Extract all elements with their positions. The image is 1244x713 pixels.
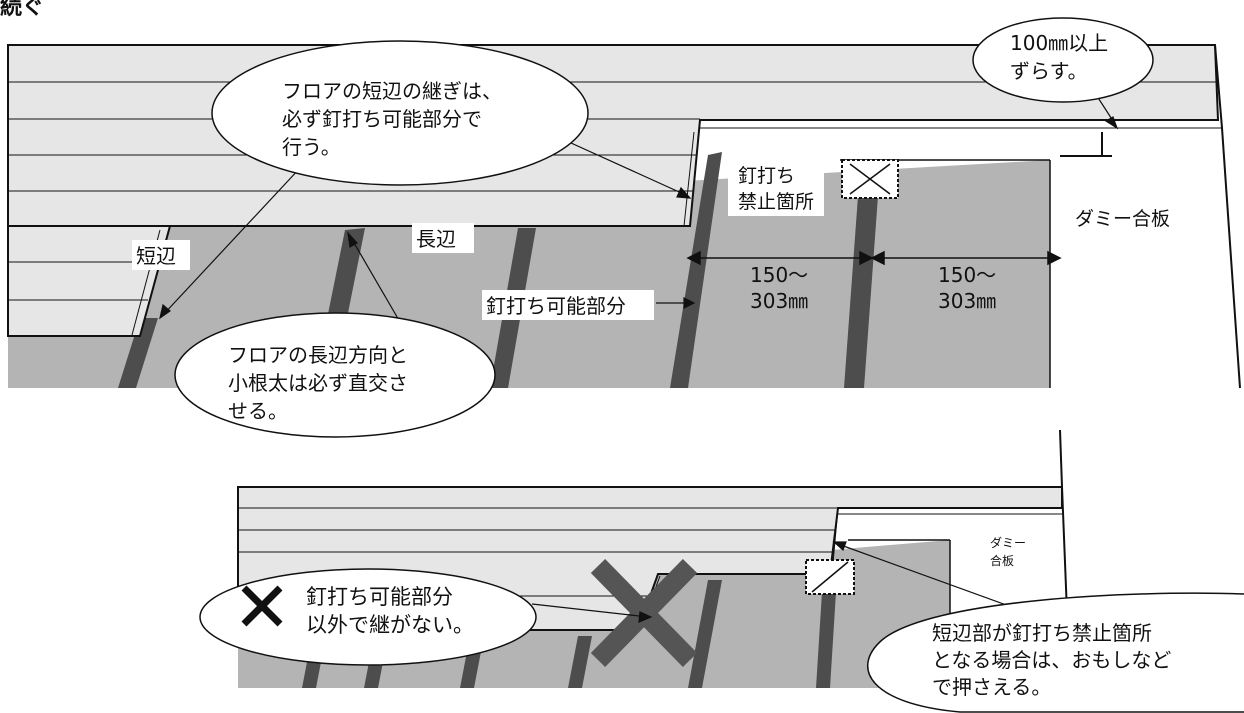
upper-dummy-plywood bbox=[700, 128, 1240, 388]
callout-direction-line-3: せる。 bbox=[228, 399, 288, 423]
callout-ng-line-2: 以外で継がない。 bbox=[306, 613, 474, 637]
label-no-nail-line-1: 釘打ち bbox=[738, 165, 795, 187]
callout-offset-line-2: ずらす。 bbox=[1010, 59, 1088, 83]
callout-ng-bubble bbox=[199, 568, 537, 666]
callout-direction-bubble bbox=[174, 312, 496, 438]
joist-1 bbox=[118, 318, 158, 388]
lower-diagram: 釘打ち可能部分 以外で継がない。 ダミー 合板 短辺部が釘打ち禁止箇所 となる場… bbox=[199, 429, 1244, 713]
callout-offset-bubble bbox=[972, 17, 1154, 103]
offset-marker bbox=[1060, 132, 1112, 157]
callout-joint-bubble bbox=[211, 40, 589, 186]
callout-direction-line-1: フロアの長辺方向と bbox=[228, 343, 408, 367]
callout-joint-line-3: 行う。 bbox=[282, 135, 341, 159]
span-left-line-2: 303㎜ bbox=[750, 289, 808, 313]
callout-offset-line-1: 100㎜以上 bbox=[1010, 31, 1108, 55]
callout-press-bubble bbox=[866, 592, 1244, 713]
callout-joint-line-1: フロアの短辺の継ぎは、 bbox=[282, 79, 502, 103]
lower-leaders bbox=[531, 541, 1021, 623]
label-no-nail-line-2: 禁止箇所 bbox=[738, 191, 814, 213]
callout-press-line-1: 短辺部が釘打ち禁止箇所 bbox=[932, 621, 1152, 645]
upper-right-edge bbox=[1214, 44, 1241, 389]
callout-direction-line-2: 小根太は必ず直交さ bbox=[228, 371, 408, 395]
joist-5 bbox=[844, 196, 878, 388]
upper-floor-front bbox=[7, 225, 172, 337]
lower-no-nail-box bbox=[805, 559, 855, 595]
label-dummy-plywood: ダミー合板 bbox=[1075, 208, 1170, 230]
span-dimension bbox=[686, 250, 1062, 266]
lower-dummy-line-2: 合板 bbox=[990, 553, 1014, 568]
ng-cross-mark bbox=[590, 559, 698, 667]
label-long-edge: 長辺 bbox=[416, 227, 456, 251]
ng-small-x-icon bbox=[241, 585, 283, 627]
callout-press-line-2: となる場合は、おもしなど bbox=[932, 648, 1171, 672]
upper-no-nail-box bbox=[841, 159, 899, 199]
label-short-edge: 短辺 bbox=[136, 244, 176, 268]
callout-press-line-3: で押さえる。 bbox=[932, 675, 1051, 699]
header-fragment: 続ぐ bbox=[0, 0, 44, 20]
label-nailable: 釘打ち可能部分 bbox=[486, 294, 626, 318]
upper-diagram: フロアの短辺の継ぎは、 必ず釘打ち可能部分で 行う。 100㎜以上 ずらす。 フ… bbox=[7, 17, 1241, 438]
callout-ng-line-1: 釘打ち可能部分 bbox=[306, 585, 453, 609]
upper-leaders bbox=[159, 92, 1119, 323]
callout-joint-line-2: 必ず釘打ち可能部分で bbox=[282, 107, 482, 131]
lower-dummy-line-1: ダミー bbox=[990, 535, 1026, 550]
span-left-line-1: 150～ bbox=[750, 263, 808, 287]
lower-joists bbox=[302, 580, 836, 688]
joist-4 bbox=[670, 152, 722, 388]
span-right-line-1: 150～ bbox=[938, 263, 996, 287]
span-right-line-2: 303㎜ bbox=[938, 289, 996, 313]
